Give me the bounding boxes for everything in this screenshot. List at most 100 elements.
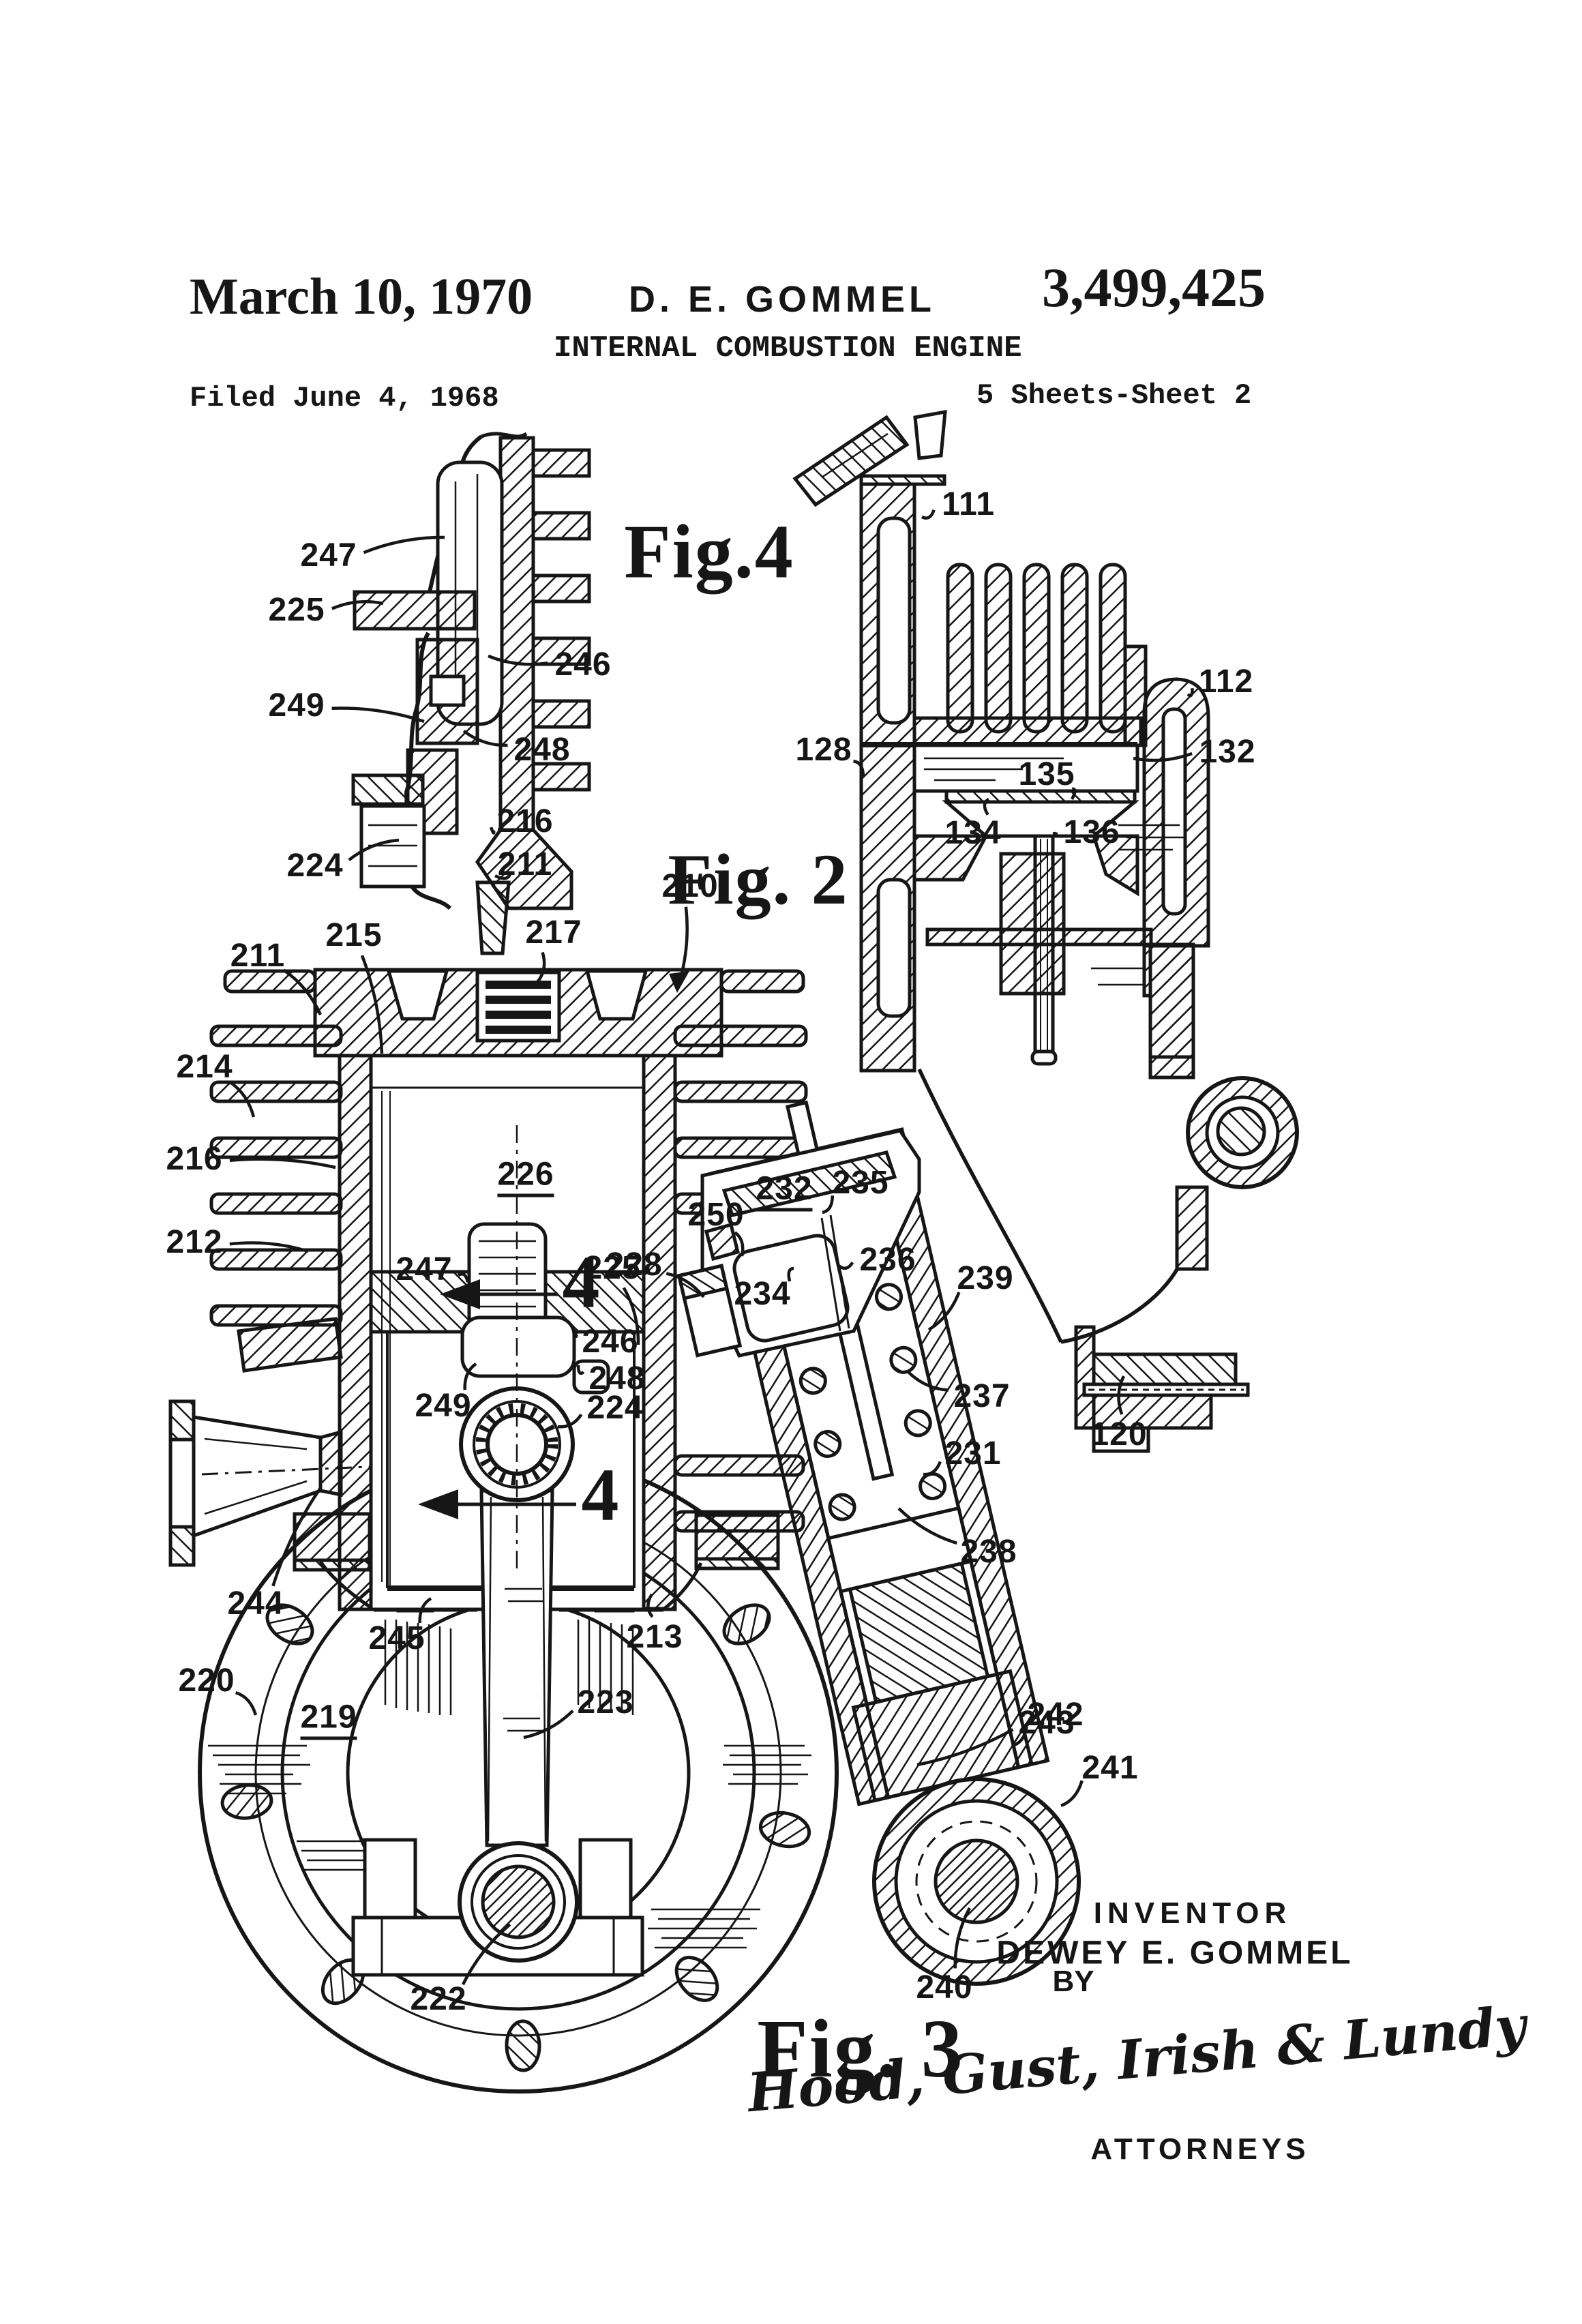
part-label-fig3-237: 237	[953, 1378, 1011, 1414]
figure-title-fig2: Fig. 2	[668, 839, 849, 919]
leader-fig3-234	[787, 1266, 794, 1282]
leader-fig3-220	[235, 1690, 258, 1716]
part-label-fig3-250: 250	[687, 1197, 745, 1233]
section-mark-1: 4	[562, 1240, 600, 1324]
part-label-fig3-244: 244	[227, 1585, 284, 1622]
part-label-fig3-220: 220	[178, 1663, 235, 1699]
part-label-fig3-211: 211	[230, 938, 286, 974]
part-label-fig3-216: 216	[166, 1141, 223, 1177]
leader-fig4-246	[488, 654, 548, 666]
part-label-fig3-225: 225	[584, 1250, 641, 1286]
leader-fig3-246	[573, 1329, 579, 1339]
part-label-fig3-236: 236	[859, 1242, 916, 1278]
leader-fig3-222	[461, 1923, 511, 1986]
section-mark-2: 4	[581, 1453, 619, 1536]
leader-fig3-236	[837, 1262, 854, 1270]
part-label-fig3-219: 219	[300, 1701, 357, 1740]
leader-fig3-211	[282, 968, 323, 1015]
part-label-fig2-132: 132	[1199, 734, 1256, 770]
leader-fig2-112	[1186, 688, 1194, 698]
part-label-fig2-128: 128	[795, 732, 852, 768]
part-label-fig3-214: 214	[176, 1049, 233, 1085]
part-label-fig4-224: 224	[286, 848, 344, 884]
leader-fig3-242	[1011, 1726, 1028, 1748]
by-label: BY	[1052, 1965, 1094, 1998]
part-label-fig2-120: 120	[1090, 1416, 1148, 1452]
fig3-drawing	[168, 968, 1081, 2094]
filed-line: Filed June 4, 1968	[190, 382, 499, 415]
leader-fig3-237	[907, 1371, 949, 1392]
leader-fig3-241	[1060, 1780, 1084, 1808]
leader-fig3-223	[523, 1710, 574, 1740]
part-label-fig2-135: 135	[1018, 756, 1075, 792]
leader-fig3-249	[463, 1362, 477, 1390]
leader-fig4-249	[331, 706, 425, 724]
leader-fig3-250	[734, 1231, 745, 1257]
part-label-fig4-246: 246	[554, 646, 612, 683]
leader-fig3-224	[557, 1413, 583, 1429]
part-label-fig4-211: 211	[497, 846, 553, 882]
part-label-fig3-246: 246	[582, 1324, 639, 1360]
leader-fig2-134	[983, 798, 990, 816]
part-label-fig3-222: 222	[410, 1981, 467, 2017]
leader-fig3-212	[229, 1241, 309, 1253]
head-louvers	[486, 981, 551, 1034]
patent-number: 3,499,425	[1042, 256, 1266, 318]
part-label-fig3-242: 242	[1027, 1697, 1084, 1733]
leader-fig3-238	[897, 1507, 957, 1545]
leader-fig4-248	[462, 730, 508, 747]
part-label-fig3-240: 240	[916, 1969, 973, 2006]
leader-fig4-211	[494, 873, 512, 880]
part-label-fig3-248: 248	[588, 1360, 646, 1397]
leader-fig3-213	[646, 1593, 654, 1618]
part-label-fig4-247: 247	[300, 537, 357, 573]
leader-fig3-228	[666, 1272, 705, 1298]
part-label-fig2-112: 112	[1198, 664, 1254, 700]
inventor-name-header: D. E. GOMMEL	[629, 279, 936, 320]
leader-fig3-231	[923, 1461, 942, 1476]
part-label-fig2-111: 111	[942, 486, 995, 522]
part-label-fig3-245: 245	[368, 1620, 426, 1656]
leader-fig3-235	[822, 1195, 835, 1215]
sheet-line: 5 Sheets-Sheet 2	[976, 379, 1252, 412]
part-label-fig3-223: 223	[577, 1684, 634, 1720]
leader-fig3-248	[576, 1365, 585, 1375]
part-label-fig2-134: 134	[944, 815, 1002, 851]
leader-fig3-243	[916, 1728, 1014, 1767]
inventor-name: DEWEY E. GOMMEL	[996, 1935, 1354, 1971]
leader-fig4-247	[363, 535, 445, 554]
part-label-fig3-232: 232	[756, 1172, 813, 1212]
part-label-fig3-212: 212	[166, 1224, 223, 1260]
part-label-fig3-215: 215	[325, 917, 383, 953]
leader-fig3-214	[228, 1080, 256, 1118]
leader-fig3-217	[536, 951, 546, 983]
part-label-fig3-243: 243	[1018, 1705, 1075, 1741]
part-label-fig3-249: 249	[415, 1388, 472, 1424]
part-label-fig3-228: 228	[606, 1247, 663, 1283]
part-label-fig3-231: 231	[944, 1435, 1002, 1472]
part-label-fig3-235: 235	[832, 1165, 889, 1201]
leader-fig3-215	[360, 955, 384, 1054]
leader-fig2-120	[1117, 1375, 1126, 1415]
leader-fig2-136	[1052, 831, 1058, 838]
part-label-fig4-216: 216	[496, 803, 554, 839]
leader-fig3-244	[271, 1487, 322, 1587]
part-label-fig3-238: 238	[960, 1534, 1017, 1570]
part-label-fig3-210: 210	[661, 868, 719, 904]
part-label-fig3-239: 239	[957, 1260, 1014, 1296]
leader-fig4-225	[331, 599, 384, 610]
leader-fig3-210	[676, 906, 689, 986]
part-label-fig2-136: 136	[1063, 814, 1120, 850]
part-label-fig4-249: 249	[268, 687, 325, 724]
leader-fig4-224	[348, 838, 400, 861]
leader-fig2-128	[853, 760, 865, 777]
fig4-drawing	[351, 432, 591, 955]
leader-fig3-239	[927, 1292, 961, 1331]
part-label-fig4-225: 225	[268, 592, 325, 628]
figure-title-fig3: Fig. 3	[757, 2003, 964, 2095]
leader-lines	[228, 509, 1194, 1986]
part-label-fig3-241: 241	[1081, 1750, 1139, 1786]
